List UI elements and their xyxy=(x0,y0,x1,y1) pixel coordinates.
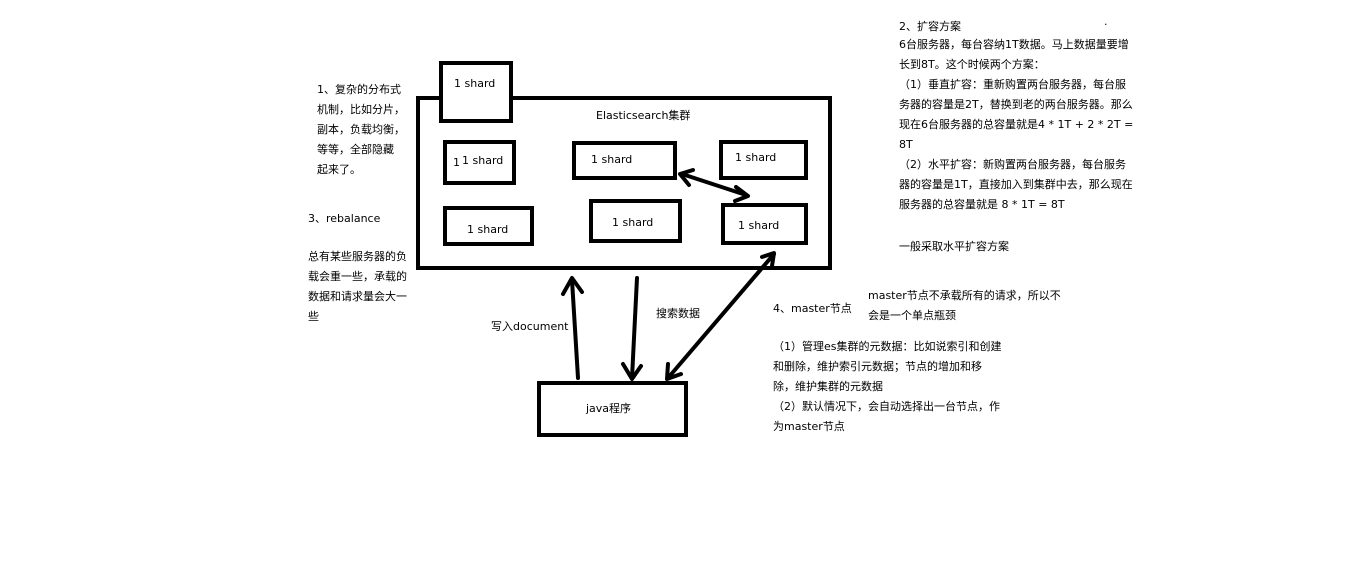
shard-label-3: 1 shard xyxy=(735,151,777,164)
note1-line: 副本，负载均衡， xyxy=(317,123,405,136)
note-master-title: 4、master节点 xyxy=(773,302,852,315)
note-scaling-conclusion: 一般采取水平扩容方案 xyxy=(899,240,1009,253)
shard-box-4 xyxy=(443,206,534,246)
shard-box-1 xyxy=(443,140,516,185)
note4-intro-line: master节点不承载所有的请求，所以不 xyxy=(868,289,1061,302)
note4-intro-line: 会是一个单点瓶颈 xyxy=(868,309,956,322)
note2-line: 服务器的总容量就是 8 * 1T = 8T xyxy=(899,198,1065,211)
note2-line: 器的容量是1T，直接加入到集群中去，那么现在 xyxy=(899,178,1133,191)
java-shard-arrow-head-top xyxy=(760,251,776,268)
note4-line: （1）管理es集群的元数据：比如说索引和创建 xyxy=(773,340,1002,353)
shard-box-3 xyxy=(719,140,808,180)
search-arrow xyxy=(630,276,639,380)
shard-stray-mark: 1 xyxy=(453,156,460,169)
write-document-label: 写入document xyxy=(491,320,569,333)
note2-line: 6台服务器，每台容纳1T数据。马上数据量要增 xyxy=(899,38,1129,51)
note3-line: 载会重一些，承载的 xyxy=(308,270,407,283)
note4-line: 除，维护集群的元数据 xyxy=(773,380,883,393)
note1-line: 起来了。 xyxy=(317,163,361,176)
note2-line: 8T xyxy=(899,138,913,151)
note-master-intro: master节点不承载所有的请求，所以不 会是一个单点瓶颈 xyxy=(868,286,1061,326)
java-shard-arrow-head-bottom xyxy=(665,362,683,381)
note3-line: 数据和请求量会大一 xyxy=(308,290,407,303)
outside-shard-box xyxy=(439,61,513,123)
note2-line: 现在6台服务器的总容量就是4 * 1T + 2 * 2T = xyxy=(899,118,1134,131)
shard-label-2: 1 shard xyxy=(591,153,633,166)
stray-dot: . xyxy=(1104,15,1108,28)
note-scaling-title: 2、扩容方案 xyxy=(899,20,961,33)
note2-line: 务器的容量是2T，替换到老的两台服务器。那么 xyxy=(899,98,1133,111)
note-rebalance: 总有某些服务器的负 载会重一些，承载的 数据和请求量会大一 些 xyxy=(308,247,407,327)
write-arrow xyxy=(570,278,580,380)
note-rebalance-title: 3、rebalance xyxy=(308,212,381,225)
replica-arrow-head-right xyxy=(733,185,750,203)
shard-label-5: 1 shard xyxy=(612,216,654,229)
note2-line: （1）垂直扩容：重新购置两台服务器，每台服 xyxy=(899,78,1126,91)
note3-line: 总有某些服务器的负 xyxy=(308,250,407,263)
replica-arrow-head-left xyxy=(678,168,695,187)
note-scaling: 6台服务器，每台容纳1T数据。马上数据量要增 长到8T。这个时候两个方案： （1… xyxy=(899,35,1133,215)
replica-arrow xyxy=(680,172,748,197)
note2-line: 长到8T。这个时候两个方案： xyxy=(899,58,1045,71)
cluster-title: Elasticsearch集群 xyxy=(596,109,691,122)
outside-shard-label: 1 shard xyxy=(454,77,496,90)
note1-line: 1、复杂的分布式 xyxy=(317,83,401,96)
shard-box-2 xyxy=(572,141,677,180)
note4-line: 和删除，维护索引元数据；节点的增加和移 xyxy=(773,360,982,373)
java-shard-arrow xyxy=(666,252,776,380)
note1-line: 机制，比如分片， xyxy=(317,103,405,116)
shard-label-4: 1 shard xyxy=(467,223,509,236)
shard-label-1: 1 shard xyxy=(462,154,504,167)
shard-box-6 xyxy=(721,203,808,245)
note-master: （1）管理es集群的元数据：比如说索引和创建 和删除，维护索引元数据；节点的增加… xyxy=(773,337,1002,437)
note1-line: 等等，全部隐藏 xyxy=(317,143,394,156)
note4-line: 为master节点 xyxy=(773,420,845,433)
write-arrow-head xyxy=(561,276,584,296)
note2-line: （2）水平扩容：新购置两台服务器，每台服务 xyxy=(899,158,1126,171)
note4-line: （2）默认情况下，会自动选择出一台节点，作 xyxy=(773,400,1000,413)
search-data-label: 搜索数据 xyxy=(656,307,700,320)
search-arrow-head xyxy=(621,362,643,381)
shard-box-5 xyxy=(589,199,682,243)
java-program-label: java程序 xyxy=(586,402,632,415)
shard-label-6: 1 shard xyxy=(738,219,780,232)
note3-line: 些 xyxy=(308,310,319,323)
note-distributed-mechanism: 1、复杂的分布式 机制，比如分片， 副本，负载均衡， 等等，全部隐藏 起来了。 xyxy=(317,80,405,180)
java-program-box xyxy=(537,381,688,437)
